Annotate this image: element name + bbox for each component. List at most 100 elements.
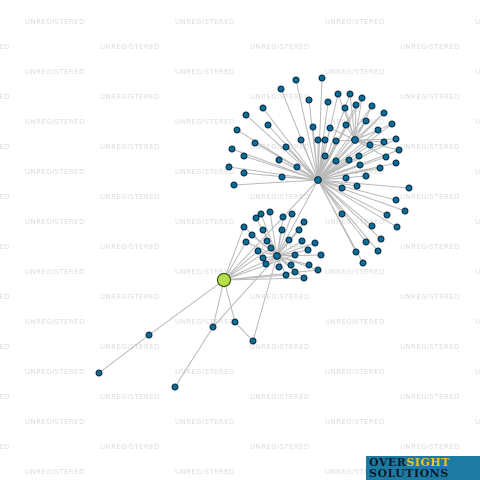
graph-node[interactable]: [380, 138, 388, 146]
graph-node[interactable]: [230, 181, 238, 189]
graph-node[interactable]: [305, 261, 313, 269]
graph-node[interactable]: [341, 104, 349, 112]
graph-node[interactable]: [311, 239, 319, 247]
graph-node[interactable]: [278, 226, 286, 234]
graph-node[interactable]: [376, 164, 384, 172]
graph-node[interactable]: [275, 156, 283, 164]
graph-node[interactable]: [353, 182, 361, 190]
graph-node[interactable]: [291, 268, 299, 276]
graph-node[interactable]: [368, 102, 376, 110]
graph-node[interactable]: [314, 176, 322, 184]
graph-node[interactable]: [332, 157, 340, 165]
graph-node[interactable]: [314, 136, 322, 144]
graph-node[interactable]: [263, 237, 271, 245]
graph-node[interactable]: [356, 161, 364, 169]
graph-node[interactable]: [392, 135, 400, 143]
graph-node[interactable]: [295, 226, 303, 234]
graph-node[interactable]: [251, 139, 259, 147]
graph-node[interactable]: [321, 136, 329, 144]
graph-node[interactable]: [318, 74, 326, 82]
graph-node[interactable]: [352, 101, 360, 109]
graph-node[interactable]: [297, 136, 305, 144]
graph-node[interactable]: [393, 223, 401, 231]
graph-node[interactable]: [374, 247, 382, 255]
graph-node[interactable]: [358, 94, 366, 102]
graph-node[interactable]: [355, 152, 363, 160]
graph-node[interactable]: [145, 331, 153, 339]
graph-node[interactable]: [282, 143, 290, 151]
graph-node[interactable]: [368, 222, 376, 230]
graph-node[interactable]: [262, 260, 270, 268]
graph-node[interactable]: [298, 237, 306, 245]
graph-node[interactable]: [374, 126, 382, 134]
graph-node[interactable]: [321, 152, 329, 160]
graph-node[interactable]: [275, 263, 283, 271]
graph-node[interactable]: [228, 145, 236, 153]
graph-node[interactable]: [259, 104, 267, 112]
graph-node[interactable]: [285, 236, 293, 244]
graph-node[interactable]: [95, 369, 103, 377]
graph-node[interactable]: [249, 337, 257, 345]
graph-node[interactable]: [309, 123, 317, 131]
graph-node[interactable]: [338, 184, 346, 192]
graph-node[interactable]: [277, 85, 285, 93]
graph-node[interactable]: [288, 210, 296, 218]
graph-node[interactable]: [359, 259, 367, 267]
graph-node[interactable]: [345, 156, 353, 164]
focus-node[interactable]: [216, 272, 232, 288]
graph-node[interactable]: [351, 136, 359, 144]
graph-node[interactable]: [346, 90, 354, 98]
graph-node[interactable]: [233, 126, 241, 134]
graph-node[interactable]: [240, 169, 248, 177]
graph-node[interactable]: [252, 214, 260, 222]
graph-node[interactable]: [240, 152, 248, 160]
graph-node[interactable]: [362, 172, 370, 180]
graph-node[interactable]: [314, 266, 322, 274]
graph-node[interactable]: [267, 244, 275, 252]
graph-node[interactable]: [273, 252, 281, 260]
graph-node[interactable]: [287, 261, 295, 269]
graph-node[interactable]: [305, 96, 313, 104]
graph-node[interactable]: [231, 318, 239, 326]
graph-node[interactable]: [259, 254, 267, 262]
graph-node[interactable]: [342, 174, 350, 182]
graph-node[interactable]: [279, 213, 287, 221]
graph-node[interactable]: [242, 111, 250, 119]
graph-node[interactable]: [352, 248, 360, 256]
graph-node[interactable]: [334, 90, 342, 98]
graph-node[interactable]: [380, 109, 388, 117]
graph-node[interactable]: [304, 246, 312, 254]
graph-node[interactable]: [300, 218, 308, 226]
graph-node[interactable]: [171, 383, 179, 391]
graph-node[interactable]: [278, 173, 286, 181]
graph-node[interactable]: [242, 238, 250, 246]
graph-node[interactable]: [257, 210, 265, 218]
graph-node[interactable]: [209, 323, 217, 331]
graph-node[interactable]: [401, 207, 409, 215]
graph-node[interactable]: [282, 271, 290, 279]
graph-node[interactable]: [264, 121, 272, 129]
graph-node[interactable]: [240, 223, 248, 231]
graph-node[interactable]: [392, 159, 400, 167]
graph-node[interactable]: [392, 196, 400, 204]
graph-node[interactable]: [326, 124, 334, 132]
graph-node[interactable]: [332, 137, 340, 145]
graph-node[interactable]: [225, 163, 233, 171]
graph-node[interactable]: [300, 274, 308, 282]
graph-node[interactable]: [382, 153, 390, 161]
graph-node[interactable]: [248, 231, 256, 239]
graph-node[interactable]: [383, 211, 391, 219]
graph-node[interactable]: [338, 210, 346, 218]
graph-node[interactable]: [405, 184, 413, 192]
graph-node[interactable]: [366, 141, 374, 149]
graph-node[interactable]: [266, 208, 274, 216]
graph-node[interactable]: [291, 251, 299, 259]
graph-node[interactable]: [395, 146, 403, 154]
graph-node[interactable]: [317, 251, 325, 259]
graph-node[interactable]: [292, 76, 300, 84]
graph-node[interactable]: [324, 98, 332, 106]
graph-node[interactable]: [259, 226, 267, 234]
graph-node[interactable]: [388, 120, 396, 128]
graph-node[interactable]: [342, 121, 350, 129]
graph-node[interactable]: [377, 235, 385, 243]
